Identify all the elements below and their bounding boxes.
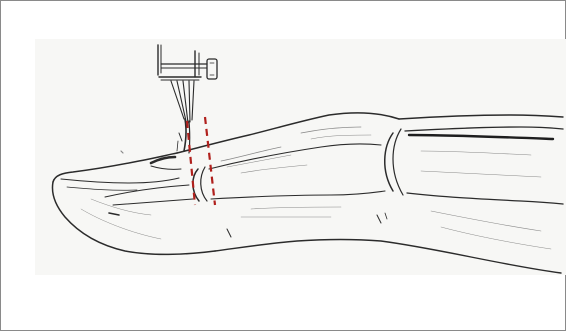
incision-line-right — [205, 117, 215, 205]
incision-lines — [187, 117, 215, 205]
phalanx-bones — [105, 127, 563, 237]
pencil-shading — [81, 127, 551, 249]
